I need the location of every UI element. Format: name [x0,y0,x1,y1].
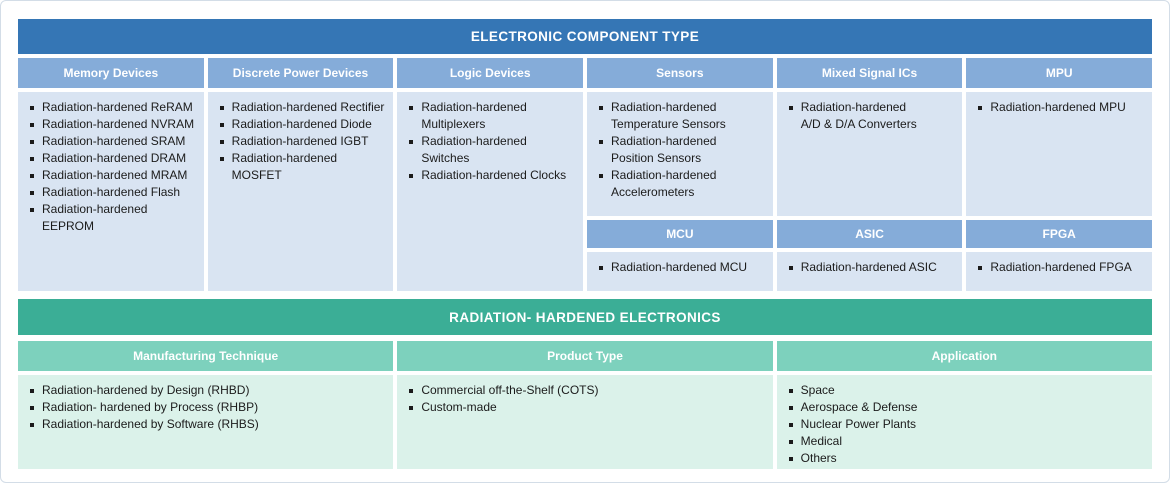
list-item: Radiation-hardened by Design (RHBD) [28,382,389,399]
list-item: Radiation-hardened EEPROM [28,201,200,235]
list-item: Radiation- hardened by Process (RHBP) [28,399,389,416]
list-item: Radiation-hardened ReRAM [28,99,200,116]
list-item: Radiation-hardened Clocks [407,167,579,184]
memory-devices-header: Memory Devices [18,58,204,88]
discrete-power-devices-header: Discrete Power Devices [207,58,394,88]
sensors-header: Sensors [587,58,773,88]
list-item: Radiation-hardened IGBT [218,133,390,150]
list-item: Radiation-hardened Flash [28,184,200,201]
list-item: Radiation-hardened Diode [218,116,390,133]
list-item: Radiation-hardened DRAM [28,150,200,167]
product-type-header: Product Type [397,341,773,371]
fpga-header: FPGA [966,220,1153,248]
list-item: Radiation-hardened SRAM [28,133,200,150]
logic-devices-header: Logic Devices [397,58,584,88]
application-header: Application [776,341,1152,371]
column-product-type: Product Type Commercial off-the-Shelf (C… [397,341,773,469]
list-item: Custom-made [407,399,768,416]
list-item: Radiation-hardened Position Sensors [597,133,769,167]
list-item: Radiation-hardened MCU [597,259,769,276]
list-item: Radiation-hardened Switches [407,133,579,167]
mixed-signal-ics-list: Radiation-hardened A/D & D/A Converters [776,92,963,216]
column-sensors: Sensors Radiation-hardened Temperature S… [587,58,773,291]
bottom-section-title: RADIATION- HARDENED ELECTRONICS [18,299,1152,335]
list-item: Radiation-hardened Temperature Sensors [597,99,769,133]
column-mpu: MPU Radiation-hardened MPU FPGA Radiatio… [966,58,1153,291]
mpu-header: MPU [966,58,1153,88]
asic-header: ASIC [776,220,963,248]
list-item: Medical [787,433,1148,450]
list-item: Radiation-hardened FPGA [976,259,1148,276]
list-item: Radiation-hardened Rectifier [218,99,390,116]
list-item: Radiation-hardened Multiplexers [407,99,579,133]
list-item: Space [787,382,1148,399]
manufacturing-technique-header: Manufacturing Technique [18,341,394,371]
list-item: Radiation-hardened Accelerometers [597,167,769,201]
column-manufacturing-technique: Manufacturing Technique Radiation-harden… [18,341,394,469]
list-item: Nuclear Power Plants [787,416,1148,433]
list-item: Aerospace & Defense [787,399,1148,416]
mcu-list: Radiation-hardened MCU [587,252,773,291]
top-section-title: ELECTRONIC COMPONENT TYPE [18,19,1152,54]
product-type-list: Commercial off-the-Shelf (COTS)Custom-ma… [397,375,773,469]
list-item: Radiation-hardened MOSFET [218,150,390,184]
mixed-signal-ics-header: Mixed Signal ICs [776,58,963,88]
asic-list: Radiation-hardened ASIC [776,252,963,291]
manufacturing-technique-list: Radiation-hardened by Design (RHBD)Radia… [18,375,394,469]
column-mixed-signal-ics: Mixed Signal ICs Radiation-hardened A/D … [776,58,963,291]
fpga-list: Radiation-hardened FPGA [966,252,1153,291]
list-item: Radiation-hardened by Software (RHBS) [28,416,389,433]
list-item: Radiation-hardened A/D & D/A Converters [787,99,959,133]
radiation-hardened-columns: Manufacturing Technique Radiation-harden… [18,341,1152,469]
list-item: Radiation-hardened NVRAM [28,116,200,133]
list-item: Radiation-hardened ASIC [787,259,959,276]
mpu-list: Radiation-hardened MPU [966,92,1153,216]
list-item: Others [787,450,1148,467]
list-item: Radiation-hardened MRAM [28,167,200,184]
column-discrete-power-devices: Discrete Power Devices Radiation-hardene… [207,58,394,291]
list-item: Radiation-hardened MPU [976,99,1148,116]
mcu-header: MCU [587,220,773,248]
column-logic-devices: Logic Devices Radiation-hardened Multipl… [397,58,584,291]
list-item: Commercial off-the-Shelf (COTS) [407,382,768,399]
section-divider-gap [18,291,1152,299]
